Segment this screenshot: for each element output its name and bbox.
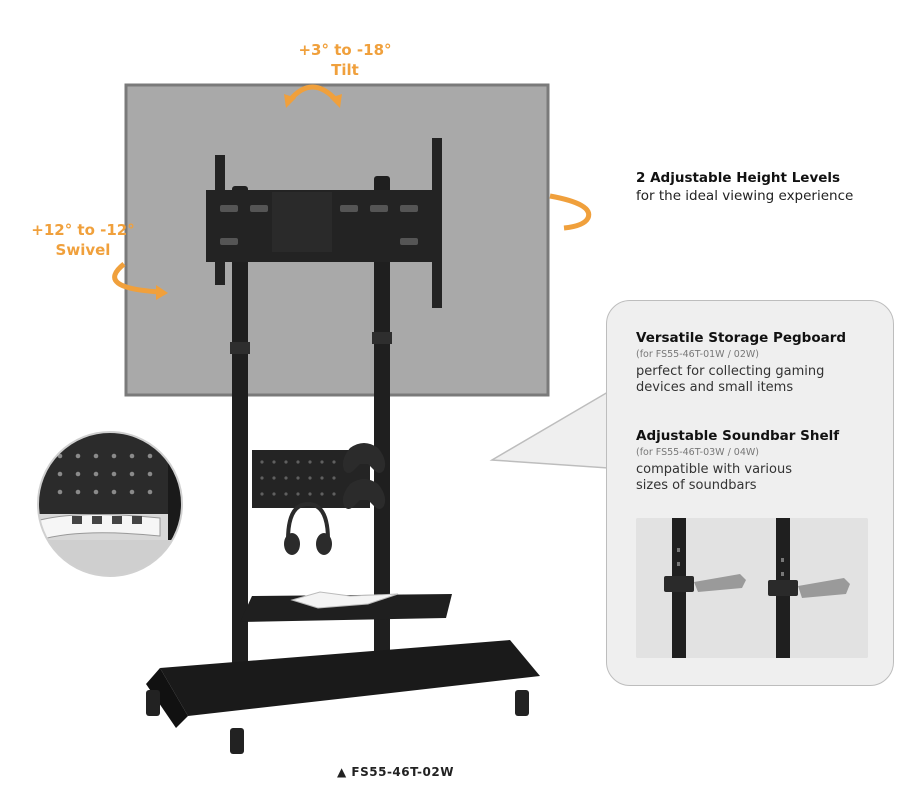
base (146, 640, 540, 754)
height-subtitle: for the ideal viewing experience (636, 188, 854, 204)
pegboard-models: (for FS55-46T-01W / 02W) (636, 349, 759, 360)
right-pole (374, 176, 390, 662)
model-label: ▲ FS55-46T-02W (337, 765, 454, 779)
game-controller (342, 443, 386, 509)
callout-pointer (489, 390, 609, 469)
soundbar-shelf-photo (636, 518, 868, 658)
tilt-label: +3° to -18° Tilt (290, 40, 400, 80)
soundbar-description-2: sizes of soundbars (636, 478, 757, 493)
book (290, 591, 399, 609)
swivel-range: +12° to -12° (31, 221, 135, 239)
tilt-range: +3° to -18° (298, 41, 392, 59)
soundbar-models: (for FS55-46T-03W / 04W) (636, 447, 759, 458)
soundbar-title: Adjustable Soundbar Shelf (636, 428, 840, 444)
pegboard-description-1: perfect for collecting gaming (636, 364, 825, 379)
swivel-text: Swivel (55, 241, 111, 259)
tilt-arrow-icon (288, 84, 338, 102)
soundbar-description-1: compatible with various (636, 462, 792, 477)
height-feature: 2 Adjustable Height Levels for the ideal… (636, 170, 896, 204)
shelf-bracket-illustration (636, 518, 868, 658)
left-pole (232, 186, 248, 672)
pegboard-description-2: devices and small items (636, 380, 794, 395)
soundbar-shelf (240, 594, 452, 622)
height-title: 2 Adjustable Height Levels (636, 170, 841, 186)
pegboard-feature: Versatile Storage Pegboard (for FS55-46T… (636, 330, 876, 396)
headphones (284, 501, 332, 555)
pegboard-detail-circle (37, 431, 183, 577)
tilt-text: Tilt (331, 61, 359, 79)
swivel-arrow-icon (112, 262, 161, 295)
swivel-label: +12° to -12° Swivel (28, 220, 138, 260)
vesa-mount (206, 138, 442, 308)
soundbar-feature: Adjustable Soundbar Shelf (for FS55-46T-… (636, 428, 876, 494)
pegboard-title: Versatile Storage Pegboard (636, 330, 847, 346)
rotate-arrow-icon (549, 193, 592, 231)
